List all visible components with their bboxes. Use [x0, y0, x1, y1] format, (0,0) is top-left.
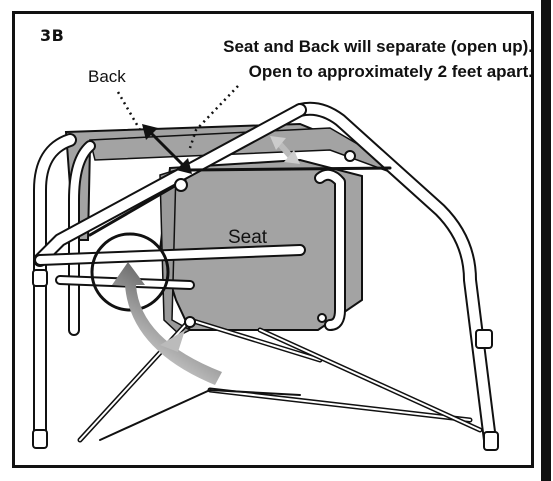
separation-arrow	[142, 124, 192, 174]
detail-circle	[90, 232, 170, 312]
instruction-line-2: Open to approximately 2 feet apart.	[248, 62, 533, 81]
instruction-text: Seat and Back will separate (open up). O…	[113, 34, 533, 84]
back-label: Back	[88, 67, 126, 86]
chair-frame	[33, 101, 497, 447]
seat-label: Seat	[228, 227, 268, 248]
small-direction-arrow	[270, 136, 300, 164]
leader-lines	[116, 85, 239, 149]
leg-caps	[32, 269, 499, 451]
page-edge-rule	[541, 0, 551, 481]
instruction-line-1: Seat and Back will separate (open up).	[223, 37, 533, 56]
lift-arrow	[160, 330, 185, 352]
step-number: 3B	[40, 26, 65, 45]
bolts	[174, 150, 356, 328]
opening-arrow	[112, 262, 222, 385]
